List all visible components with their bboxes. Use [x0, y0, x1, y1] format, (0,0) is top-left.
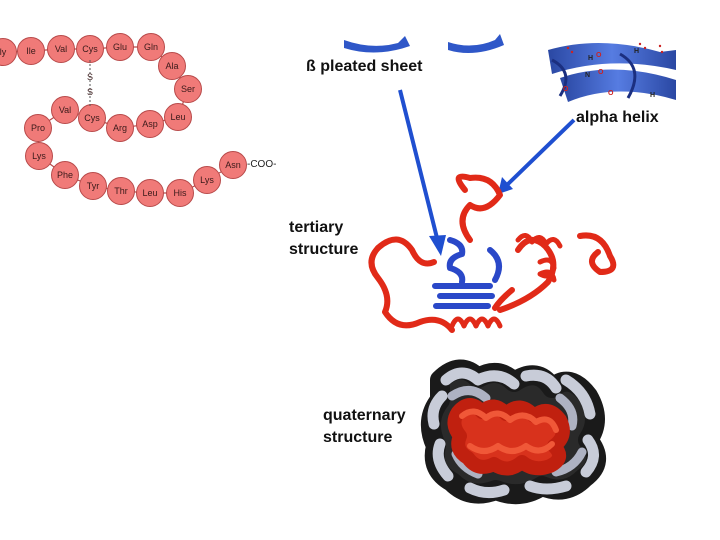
residue-label: Val	[55, 44, 67, 54]
residue-ser: Ser	[174, 75, 202, 103]
residue-label: Tyr	[87, 181, 100, 191]
residue-label: Arg	[113, 123, 127, 133]
helix-atom: O	[563, 86, 569, 93]
tertiary-label-line1: tertiary	[289, 219, 343, 236]
residue-circle	[51, 96, 79, 124]
alpha-helix-image: H O N O H O H O	[545, 38, 680, 108]
residue-pro: Pro	[24, 114, 52, 142]
residue-label: Cys	[84, 113, 100, 123]
residue-label: Thr	[114, 186, 128, 196]
residue-label: Pro	[31, 123, 45, 133]
residue-thr: Thr	[107, 177, 135, 205]
residue-connectors	[2, 46, 234, 194]
residue-label: Ala	[165, 61, 178, 71]
residue-label: His	[174, 188, 187, 198]
disulfide-bridge: S S	[87, 60, 93, 106]
residue-circle	[136, 179, 164, 207]
tertiary-label-line2: structure	[289, 241, 358, 258]
residue-label: Leu	[142, 188, 157, 198]
residue-circle	[78, 104, 106, 132]
residue-gln: Gln	[137, 33, 165, 61]
residue-label: Glu	[113, 42, 127, 52]
c-terminus-label: -COO-	[247, 159, 276, 170]
residue-lys: Lys	[193, 166, 221, 194]
quaternary-label-line2: structure	[323, 429, 392, 446]
helix-atom-labels: H O N O H O H O	[563, 48, 655, 99]
residue-leu: Leu	[136, 179, 164, 207]
helix-atom: O	[608, 90, 614, 97]
residue-ly: ly	[0, 38, 17, 66]
residue-lys: Lys	[25, 142, 53, 170]
helix-atom: N	[585, 72, 590, 79]
residue-glu: Glu	[106, 33, 134, 61]
helix-atom: H	[634, 48, 639, 55]
residue-circle	[137, 33, 165, 61]
residue-ala: Ala	[158, 52, 186, 80]
residue-leu: Leu	[164, 103, 192, 131]
residue-label: Leu	[170, 112, 185, 122]
residue-circle	[174, 75, 202, 103]
residue-circle	[164, 103, 192, 131]
residue-circle	[107, 177, 135, 205]
residue-circle	[219, 151, 247, 179]
residue-circle	[79, 172, 107, 200]
alpha-helix-label: alpha helix	[576, 109, 659, 126]
helix-atom: H	[588, 55, 593, 62]
residue-circle	[24, 114, 52, 142]
residue-label: Val	[59, 105, 71, 115]
residue-circle	[106, 33, 134, 61]
alpha-helix-arrowhead	[498, 177, 513, 194]
alpha-helix-arrow	[506, 118, 576, 186]
beta-sheet-label: ß pleated sheet	[306, 58, 423, 75]
residue-asn: Asn	[219, 151, 247, 179]
residue-label: Phe	[57, 170, 73, 180]
residue-circle	[76, 35, 104, 63]
residue-his: His	[166, 179, 194, 207]
disulfide-sulfur-1: S	[87, 72, 93, 82]
residue-circle	[17, 37, 45, 65]
residue-circle	[158, 52, 186, 80]
beta-sheet-arrow	[398, 89, 439, 239]
beta-sheet-arrowhead	[429, 235, 446, 256]
residue-circle	[106, 114, 134, 142]
residue-circle	[136, 110, 164, 138]
residue-circle	[166, 179, 194, 207]
residue-cys: Cys	[78, 104, 106, 132]
residue-circle	[0, 38, 17, 66]
residue-label: Ile	[26, 46, 36, 56]
residue-label: Cys	[82, 44, 98, 54]
residue-circle	[193, 166, 221, 194]
quaternary-label-line1: quaternary	[323, 407, 406, 424]
residue-ile: Ile	[17, 37, 45, 65]
helix-atom: O	[598, 69, 604, 76]
residue-circle	[25, 142, 53, 170]
residue-label: Asn	[225, 160, 241, 170]
residue-cys: Cys	[76, 35, 104, 63]
residue-label: Lys	[200, 175, 214, 185]
residue-label: ly	[0, 47, 7, 57]
residue-label: Asp	[142, 119, 158, 129]
residue-circle	[47, 35, 75, 63]
residue-phe: Phe	[51, 161, 79, 189]
residue-label: Ser	[181, 84, 195, 94]
residue-tyr: Tyr	[79, 172, 107, 200]
residue-arg: Arg	[106, 114, 134, 142]
tertiary-structure-image	[368, 173, 617, 333]
residue-val: Val	[51, 96, 79, 124]
residue-asp: Asp	[136, 110, 164, 138]
residue-circle	[51, 161, 79, 189]
residue-label: Lys	[32, 151, 46, 161]
helix-atom: O	[596, 52, 602, 59]
disulfide-sulfur-2: S	[87, 87, 93, 97]
helix-atom: H	[650, 92, 655, 99]
beta-sheet-image	[344, 34, 504, 54]
arrows	[398, 89, 576, 256]
quaternary-structure-image	[420, 359, 606, 505]
residue-val: Val	[47, 35, 75, 63]
residue-label: Gln	[144, 42, 158, 52]
